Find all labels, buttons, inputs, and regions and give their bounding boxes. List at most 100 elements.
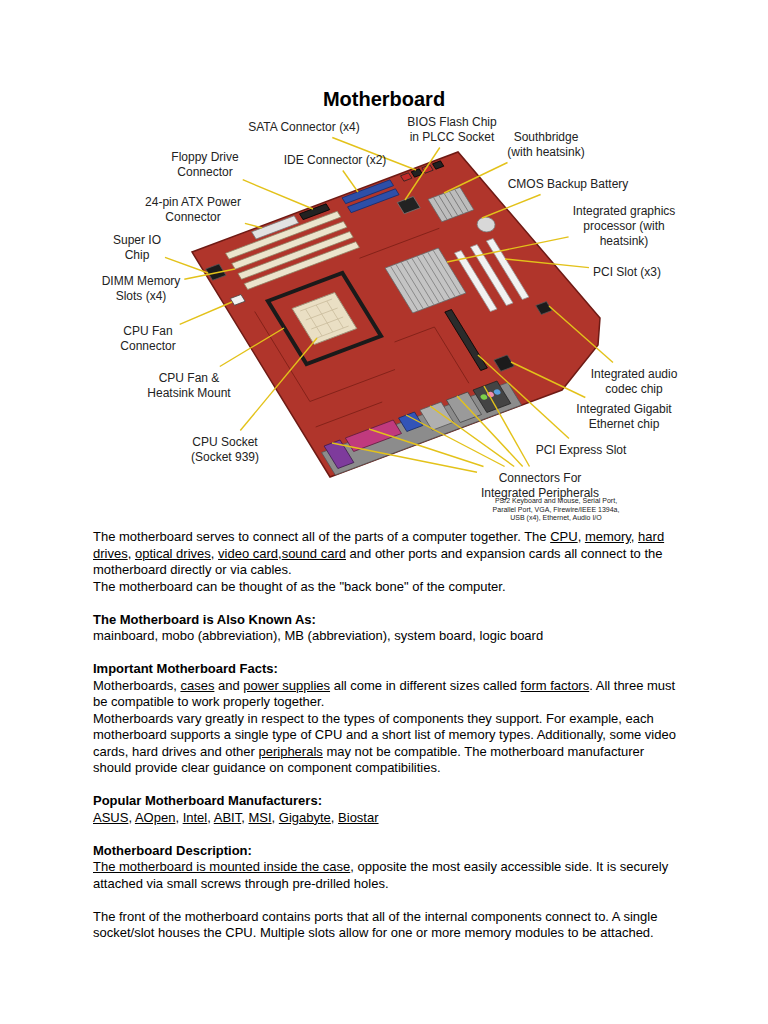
cmos-battery [474, 215, 498, 235]
callout-label: Floppy Drive Connector [165, 150, 245, 180]
callout-label: PCI Express Slot [536, 443, 627, 458]
heading-text: The Motherboard is Also Known As: [93, 612, 316, 627]
dimm-slot [244, 242, 359, 290]
body-text-run: , [175, 810, 182, 825]
callout-label: DIMM Memory Slots (x4) [97, 274, 185, 304]
leader-line [484, 386, 530, 467]
audio-codec-chip [536, 302, 552, 315]
callout-box: BIOS Flash Chip in PLCC Socket [405, 115, 500, 145]
leader-line [405, 148, 440, 201]
pci-express-slot [445, 310, 488, 371]
paragraph: Motherboards vary greatly in respect to … [93, 711, 685, 777]
body-text-run: all come in different sizes called [330, 678, 521, 693]
socket-grid [300, 299, 348, 338]
link-text: cases [180, 678, 214, 693]
leader-line [482, 195, 541, 219]
callout-box: Southbridge (with heatsink) [503, 130, 589, 160]
callout-label: Integrated audio codec chip [582, 367, 687, 397]
link-text: CPU [550, 529, 577, 544]
leader-line [180, 302, 232, 324]
leader-line [478, 355, 569, 439]
usb-firewire-ports [420, 402, 454, 430]
link-text: video card [218, 546, 278, 561]
callout-label: Integrated graphics processor (with heat… [568, 204, 680, 249]
callout-label: CPU Socket (Socket 939) [185, 435, 265, 465]
paragraph: ASUS, AOpen, Intel, ABIT, MSI, Gigabyte,… [93, 810, 685, 827]
body-text-run: , [128, 810, 135, 825]
callout-box: Integrated graphics processor (with heat… [568, 204, 680, 249]
callout-label: Integrated Gigabit Ethernet chip [569, 402, 679, 432]
audio-jack [479, 393, 488, 400]
leader-line [220, 328, 284, 367]
sata-connector [401, 173, 412, 181]
callout-box: Floppy Drive Connector [165, 150, 245, 180]
paragraph: The front of the motherboard contains po… [93, 909, 685, 942]
section-heading: Popular Motherboard Manufacturers: [93, 793, 685, 810]
link-text: memory [585, 529, 631, 544]
callout-label: PCI Slot (x3) [593, 265, 661, 280]
link-text: AOpen [135, 810, 175, 825]
paragraph: The motherboard can be thought of as the… [93, 579, 685, 596]
ethernet-chip [494, 355, 514, 371]
callout-box: PCI Slot (x3) [593, 265, 661, 280]
leader-line [447, 237, 569, 262]
southbridge-heatsink [428, 187, 474, 222]
page-title: Motherboard [0, 87, 768, 111]
callout-label: IDE Connector (x2) [284, 153, 387, 168]
circuit-board [192, 152, 600, 477]
link-text: MSI [248, 810, 271, 825]
callout-box: CPU Socket (Socket 939) [185, 435, 265, 465]
ide-connector [348, 189, 399, 213]
leader-line [430, 406, 514, 467]
body-text-run: , [207, 810, 214, 825]
body-text-run: , [128, 546, 135, 561]
callout-box: Super IO Chip [110, 233, 165, 263]
link-text: Intel [183, 810, 208, 825]
callout-box: CMOS Backup Battery [508, 177, 629, 192]
body-text-run: , [631, 529, 638, 544]
leader-line [343, 171, 358, 193]
leader-line [444, 163, 508, 194]
callout-label: CPU Fan & Heatsink Mount [143, 371, 235, 401]
leader-line [165, 257, 208, 273]
leader-line [240, 338, 317, 431]
body-text-run: , [278, 546, 282, 561]
callout-note: PS/2 Keyboard and Mouse, Serial Port, Pa… [489, 497, 623, 523]
callout-label: Connectors For Integrated Peripherals [474, 471, 606, 501]
leader-line [505, 259, 589, 268]
link-text: ASUS [93, 810, 128, 825]
heading-text: Motherboard Description: [93, 843, 252, 858]
callout-label: SATA Connector (x4) [248, 120, 360, 135]
leader-line [245, 223, 262, 228]
body-text-run: , [241, 810, 248, 825]
body-text-run: and [214, 678, 243, 693]
callout-box: PS/2 Keyboard and Mouse, Serial Port, Pa… [489, 497, 623, 523]
cpu-fan-connector [230, 295, 245, 306]
callout-box: Integrated audio codec chip [582, 367, 687, 397]
leader-line [457, 396, 523, 467]
callout-box: CPU Fan & Heatsink Mount [143, 371, 235, 401]
io-shield [322, 383, 522, 476]
callout-label: BIOS Flash Chip in PLCC Socket [405, 115, 500, 145]
cpu-socket [292, 293, 357, 345]
body-text: The motherboard serves to connect all of… [93, 529, 685, 942]
link-text: power supplies [243, 678, 330, 693]
leader-line [184, 269, 235, 279]
body-text-run: mainboard, mobo (abbreviation), MB (abbr… [93, 628, 543, 643]
leader-line [406, 415, 505, 467]
sata-connector [433, 161, 444, 169]
graphics-heatsink [385, 248, 466, 313]
callout-box: 24-pin ATX Power Connector [139, 195, 247, 225]
pci-slot [470, 245, 513, 306]
leader-line [243, 180, 313, 209]
callout-box: CPU Fan Connector [113, 324, 183, 354]
bios-chip [397, 197, 420, 214]
board-components [196, 155, 594, 476]
heading-text: Popular Motherboard Manufacturers: [93, 793, 322, 808]
link-text: ABIT [214, 810, 241, 825]
link-text: The motherboard is mounted inside the ca… [93, 859, 350, 874]
callout-box: Connectors For Integrated Peripherals [474, 471, 606, 501]
section-heading: The Motherboard is Also Known As: [93, 612, 685, 629]
callout-box: PCI Express Slot [536, 443, 627, 458]
